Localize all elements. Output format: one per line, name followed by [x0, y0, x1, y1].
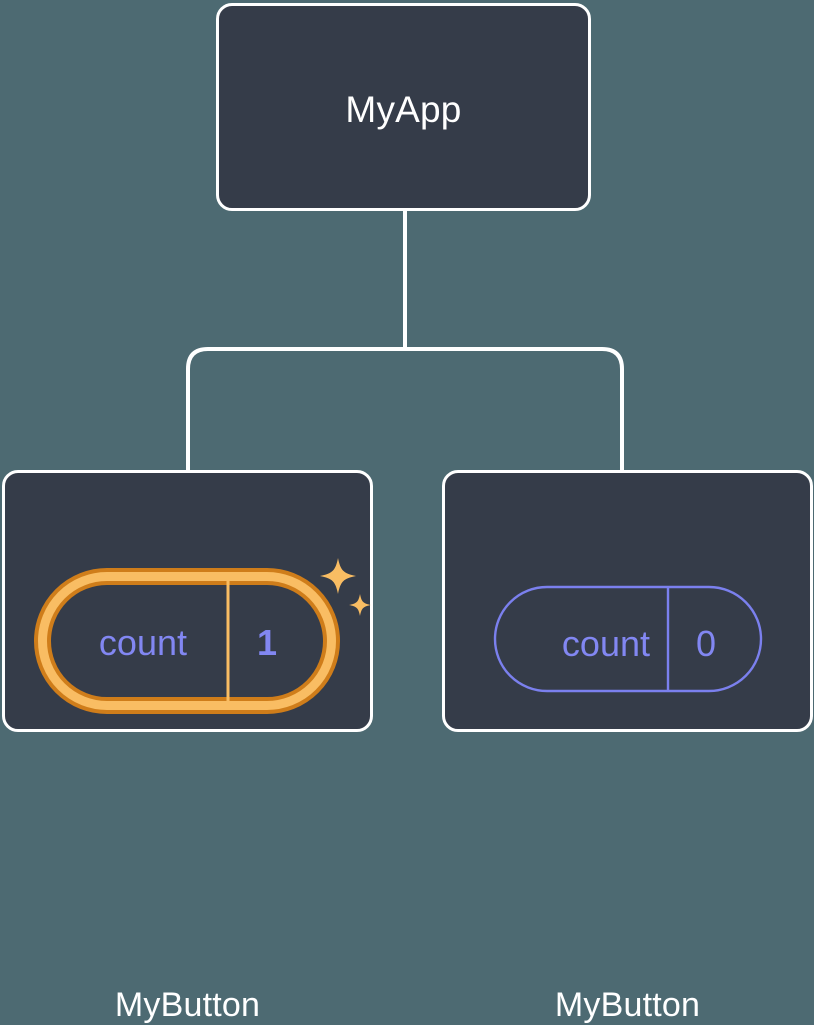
state-value-left: 1 — [257, 622, 277, 663]
node-myapp[interactable]: MyApp — [216, 3, 591, 211]
node-mybutton-right-label: MyButton — [554, 986, 701, 1024]
diagram-canvas: MyApp MyButton count 1 MyButton count 0 — [2, 3, 813, 1024]
state-pill-plain[interactable]: count 0 — [490, 582, 770, 698]
state-key-right: count — [562, 623, 650, 664]
state-key-left: count — [99, 622, 187, 663]
state-value-right: 0 — [696, 623, 716, 664]
node-mybutton-left-label: MyButton — [114, 986, 261, 1024]
state-pill-highlighted[interactable]: count 1 — [34, 562, 340, 714]
node-myapp-label: MyApp — [345, 89, 462, 130]
